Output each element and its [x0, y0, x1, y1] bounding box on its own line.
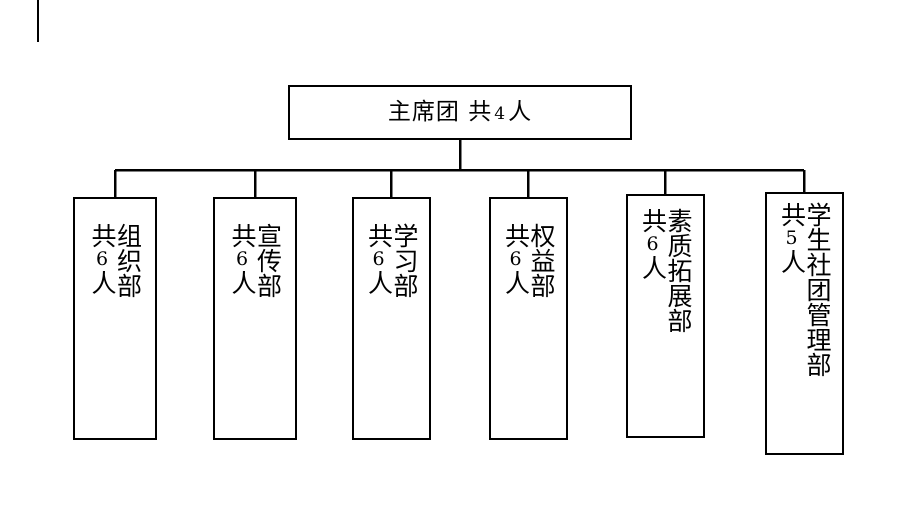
org-node-study-dept-count-prefix: 共	[364, 223, 394, 248]
org-node-organization-dept-count-prefix: 共	[88, 223, 117, 248]
org-node-root-count-prefix: 共	[468, 99, 493, 125]
org-node-rights-dept-label: 权益部共6人	[501, 223, 557, 298]
org-node-student-club-management-dept[interactable]: 学生社团管理部共5人	[765, 192, 844, 455]
org-node-quality-development-dept-label: 素质拓展部共6人	[638, 208, 694, 333]
org-node-quality-development-dept-count: 6	[641, 233, 664, 255]
org-node-study-dept-count: 6	[367, 248, 390, 270]
org-node-publicity-dept-count-suffix: 人	[228, 270, 257, 295]
org-node-organization-dept-count-suffix: 人	[88, 270, 117, 295]
org-node-root-count: 4	[494, 104, 507, 124]
org-node-rights-dept[interactable]: 权益部共6人	[489, 197, 568, 440]
org-node-quality-development-dept-title: 素质拓展部	[664, 208, 693, 333]
org-node-root-title: 主席团	[387, 99, 460, 125]
org-node-rights-dept-count: 6	[504, 248, 527, 270]
org-node-organization-dept-label: 组织部共6人	[88, 223, 143, 298]
org-node-study-dept-count-suffix: 人	[364, 270, 394, 295]
org-node-quality-development-dept[interactable]: 素质拓展部共6人	[626, 194, 705, 438]
org-node-study-dept[interactable]: 学习部共6人	[352, 197, 431, 440]
org-node-organization-dept[interactable]: 组织部共6人	[73, 197, 157, 440]
org-node-quality-development-dept-count-prefix: 共	[638, 208, 668, 233]
org-node-root-count-suffix: 人	[508, 99, 533, 125]
org-node-organization-dept-title: 组织部	[113, 223, 143, 298]
org-node-rights-dept-count-suffix: 人	[501, 270, 531, 295]
org-node-publicity-dept-count-prefix: 共	[228, 223, 257, 248]
org-node-study-dept-title: 学习部	[390, 223, 419, 298]
org-node-rights-dept-title: 权益部	[527, 223, 556, 298]
org-node-rights-dept-count-prefix: 共	[501, 223, 531, 248]
org-node-student-club-management-dept-title: 学生社团管理部	[803, 202, 832, 377]
org-node-student-club-management-dept-label: 学生社团管理部共5人	[777, 202, 833, 377]
org-node-student-club-management-dept-count-suffix: 人	[777, 249, 807, 274]
text-caret	[37, 0, 39, 42]
org-node-quality-development-dept-count-suffix: 人	[638, 255, 668, 280]
org-node-student-club-management-dept-count-prefix: 共	[777, 202, 807, 227]
org-node-publicity-dept[interactable]: 宣传部共6人	[213, 197, 297, 440]
org-node-student-club-management-dept-count: 5	[780, 227, 803, 249]
org-node-publicity-dept-label: 宣传部共6人	[228, 223, 283, 298]
org-node-publicity-dept-count: 6	[231, 248, 253, 270]
org-node-organization-dept-count: 6	[91, 248, 113, 270]
org-node-publicity-dept-title: 宣传部	[253, 223, 283, 298]
org-node-study-dept-label: 学习部共6人	[364, 223, 420, 298]
